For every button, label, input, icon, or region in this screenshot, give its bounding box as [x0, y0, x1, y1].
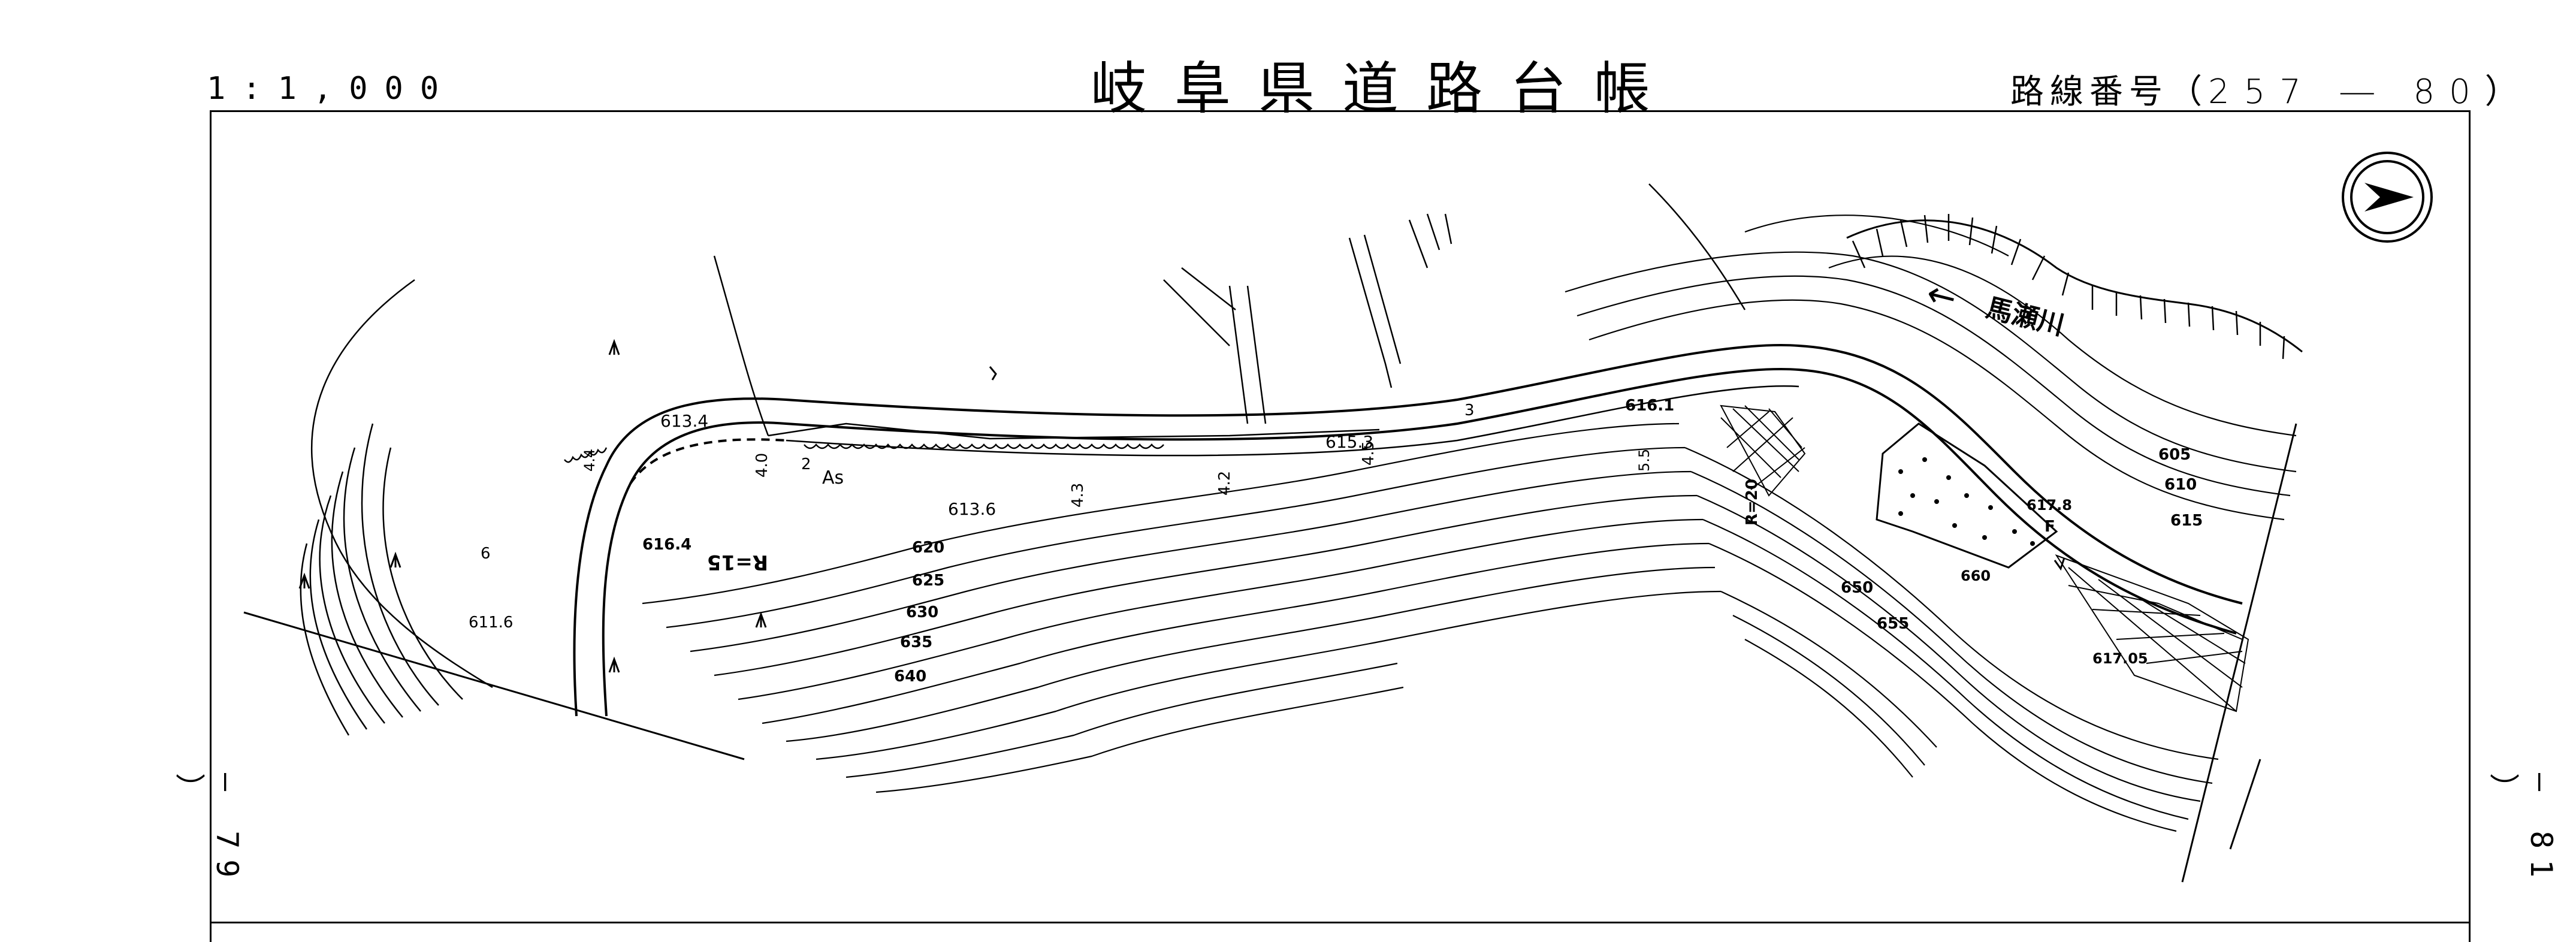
- map-scale: 1:1,000: [207, 71, 456, 107]
- marker-f: F: [2045, 518, 2055, 536]
- route-number-value: 257 ― 80: [2208, 73, 2485, 111]
- frame-divider: [210, 922, 2471, 923]
- marker-2: 2: [801, 455, 811, 473]
- surface-label: As: [822, 467, 844, 488]
- contour-610: 610: [2164, 476, 2197, 494]
- vegetation-symbols: [298, 339, 2065, 673]
- contour-635: 635: [900, 633, 932, 651]
- contour-660: 660: [1961, 567, 1991, 584]
- width-6: 6: [481, 545, 491, 563]
- river-arrow: ←: [1923, 273, 1961, 319]
- contour-630: 630: [906, 603, 938, 621]
- elevation-616-4: 616.4: [642, 536, 691, 554]
- contour-lines: [642, 422, 2219, 832]
- route-suffix: ）: [2484, 73, 2524, 111]
- elevation-611-6: 611.6: [469, 614, 513, 632]
- elevation-617-05: 617.05: [2092, 650, 2148, 667]
- contour-625: 625: [912, 572, 944, 590]
- route-prefix: 路線番号（: [2010, 73, 2208, 111]
- width-4-0: 4.0: [753, 453, 771, 478]
- contour-620: 620: [912, 539, 944, 557]
- prev-sheet-ref[interactable]: ― 79 ）: [171, 773, 244, 889]
- contour-615: 615: [2170, 512, 2203, 530]
- elevation-616-1: 616.1: [1625, 397, 1674, 415]
- curve-radius-label: R=15: [707, 550, 768, 574]
- elevation-615-3: 615.3: [1325, 432, 1373, 452]
- map-labels: ← 馬瀬川 R=15 As 613.4 615.3 613.6 616.1 61…: [469, 273, 2203, 686]
- width-5-5: 5.5: [1636, 449, 1653, 472]
- width-4-5: 4.5: [1360, 441, 1378, 466]
- gravel-area: [1876, 422, 2058, 569]
- map-boundary: [243, 423, 2297, 883]
- steep-slope-hatch: [1846, 214, 2303, 360]
- river-bank-contours: [1565, 215, 2297, 521]
- contour-640: 640: [894, 668, 926, 686]
- left-slope-hatching: [300, 279, 493, 736]
- contour-655: 655: [1877, 615, 1909, 633]
- crosshatch-area: [1720, 404, 2249, 712]
- width-4-4: 4.4: [581, 449, 598, 472]
- north-arrow-icon: [2342, 152, 2433, 243]
- road: [573, 343, 2243, 717]
- river-label: 馬瀬川: [1983, 292, 2067, 341]
- route-number: 路線番号（257 ― 80）: [2010, 65, 2524, 113]
- contour-650: 650: [1841, 579, 1873, 597]
- curve-radius-20: R=20: [1743, 479, 1761, 526]
- next-sheet-ref[interactable]: ― 81 ）: [2485, 773, 2559, 889]
- elevation-613-4: 613.4: [660, 411, 708, 431]
- contour-605: 605: [2158, 446, 2191, 464]
- property-lines: [713, 183, 1746, 440]
- road-map: ← 馬瀬川 R=15 As 613.4 615.3 613.6 616.1 61…: [243, 152, 2433, 883]
- elevation-617-8: 617.8: [2027, 497, 2072, 514]
- width-4-2: 4.2: [1216, 471, 1234, 496]
- elevation-613-6: 613.6: [948, 499, 996, 519]
- map-frame: [210, 110, 2471, 942]
- marker-3: 3: [1464, 401, 1475, 419]
- retaining-wall: [564, 443, 1164, 463]
- width-4-3: 4.3: [1069, 483, 1087, 508]
